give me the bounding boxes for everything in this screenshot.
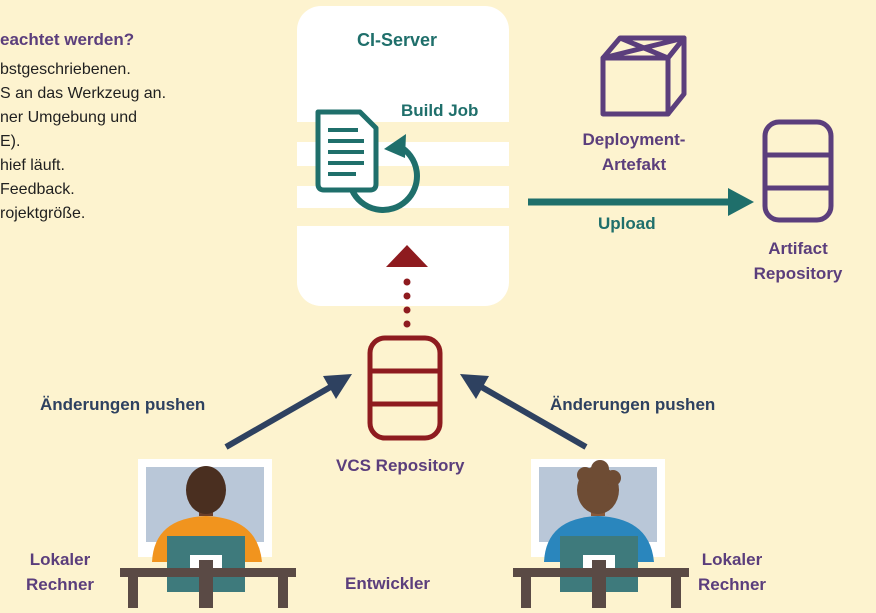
tips-list: eachtet werden? bstgeschriebenen. S an d… bbox=[0, 30, 166, 226]
build-job-label: Build Job bbox=[401, 101, 479, 120]
right-workstation-illustration bbox=[513, 459, 689, 608]
push-arrow-left bbox=[224, 374, 352, 450]
build-cycle-arrow-icon bbox=[349, 134, 420, 213]
deployment-artefact-label: Deployment- Artefakt bbox=[582, 130, 686, 174]
tip-line-6: Feedback. bbox=[0, 181, 75, 198]
push-arrow-right bbox=[460, 374, 588, 450]
local-machine-label-right: Lokaler Rechner bbox=[697, 550, 767, 594]
tip-line-4: E). bbox=[0, 133, 21, 150]
deployment-artefact-box-icon bbox=[600, 35, 687, 117]
tip-line-5: hief läuft. bbox=[0, 157, 65, 174]
vcs-to-ci-trigger-arrow bbox=[386, 245, 428, 328]
vcs-repository-database-icon bbox=[367, 335, 443, 441]
upload-label: Upload bbox=[598, 214, 656, 233]
tip-line-1: bstgeschriebenen. bbox=[0, 61, 131, 78]
push-label-left: Änderungen pushen bbox=[40, 395, 206, 414]
artifact-repository-label: Artifact Repository bbox=[753, 239, 843, 283]
ci-server-title: CI-Server bbox=[357, 30, 438, 50]
tips-title: eachtet werden? bbox=[0, 30, 135, 49]
upload-arrow bbox=[528, 188, 754, 216]
left-workstation-illustration bbox=[120, 459, 296, 608]
build-job-document-icon bbox=[315, 109, 379, 193]
push-label-right: Änderungen pushen bbox=[550, 395, 716, 414]
local-machine-label-left: Lokaler Rechner bbox=[25, 550, 95, 594]
vcs-repository-label: VCS Repository bbox=[336, 456, 465, 475]
tip-line-2: S an das Werkzeug an. bbox=[0, 85, 167, 102]
tip-line-7: rojektgröße. bbox=[0, 205, 86, 222]
developers-label: Entwickler bbox=[345, 574, 431, 593]
tip-line-3: ner Umgebung und bbox=[0, 109, 137, 126]
artifact-repository-database-icon bbox=[762, 119, 834, 223]
